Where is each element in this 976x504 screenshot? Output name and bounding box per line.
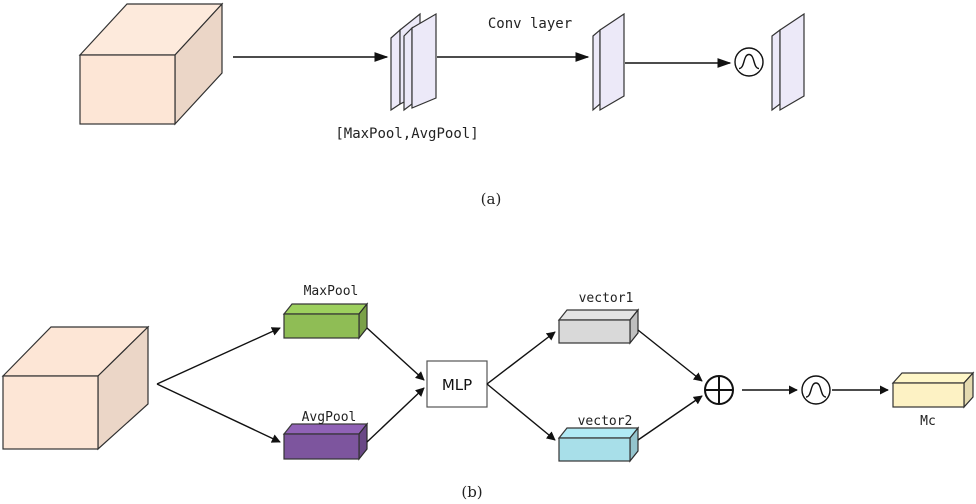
output-front: [892, 382, 965, 408]
vector1-label: vector1: [579, 291, 634, 306]
maxpool-vector: [282, 302, 369, 340]
vector2-label: vector2: [578, 414, 633, 429]
arrow-input-to-maxpool: [156, 327, 281, 385]
cube-a-front: [79, 54, 176, 125]
avgpool-front: [283, 433, 360, 460]
panel-a: [MaxPool,AvgPool] Conv layer (a): [78, 2, 805, 208]
cube-b-front: [2, 375, 99, 450]
input-feature-cube-a: [78, 2, 224, 126]
arrow-vector2-to-sum: [637, 395, 703, 441]
pool-slice-2: [403, 26, 413, 112]
conv-map-edge: [592, 28, 601, 112]
pool-slice-2-face: [411, 12, 437, 109]
arrow-avgpool-to-mlp: [366, 387, 425, 443]
input-feature-cube-b: [1, 325, 150, 451]
maxpool-top: [282, 303, 369, 315]
arrow-mlp-to-vector2: [486, 383, 556, 441]
vector2-top: [557, 427, 640, 439]
vector2-front: [558, 437, 631, 462]
pool-label: [MaxPool,AvgPool]: [335, 126, 478, 142]
spatial-attention-map: [771, 12, 805, 112]
maxpool-front: [283, 313, 360, 339]
elementwise-sum-icon: [704, 375, 734, 405]
avgpool-top: [282, 423, 369, 435]
arrow-vector1-to-sum: [637, 329, 703, 382]
pool-slice-1: [390, 28, 401, 112]
caption-b: (b): [461, 483, 482, 501]
arrow-maxpool-to-mlp: [366, 327, 425, 381]
vector1-front: [558, 319, 631, 344]
vector1: [557, 308, 640, 345]
vector1-top: [557, 309, 640, 321]
sigmoid-icon-b: [801, 375, 831, 405]
arrow-mlp-to-vector1: [486, 331, 556, 385]
channel-attention-output: [891, 371, 975, 409]
mlp-box: [426, 360, 488, 408]
arrow-input-to-avgpool: [156, 383, 281, 443]
attention-map-face: [779, 12, 805, 112]
attention-map-edge: [771, 28, 781, 112]
caption-a: (a): [481, 190, 502, 208]
output-label: Mc: [920, 414, 936, 429]
avgpool-vector: [282, 422, 369, 461]
mlp-label: MLP: [442, 376, 472, 394]
vector2: [557, 426, 640, 463]
conv-output-map: [592, 12, 625, 112]
panel-b: MaxPool AvgPool MLP vector1 ve: [1, 284, 975, 501]
avgpool-label: AvgPool: [302, 410, 357, 425]
output-top: [891, 372, 975, 384]
pooled-feature-maps: [390, 12, 437, 112]
conv-layer-label: Conv layer: [488, 16, 572, 32]
conv-map-face: [599, 12, 625, 112]
maxpool-label: MaxPool: [304, 284, 359, 299]
sigmoid-icon-a: [734, 47, 764, 77]
